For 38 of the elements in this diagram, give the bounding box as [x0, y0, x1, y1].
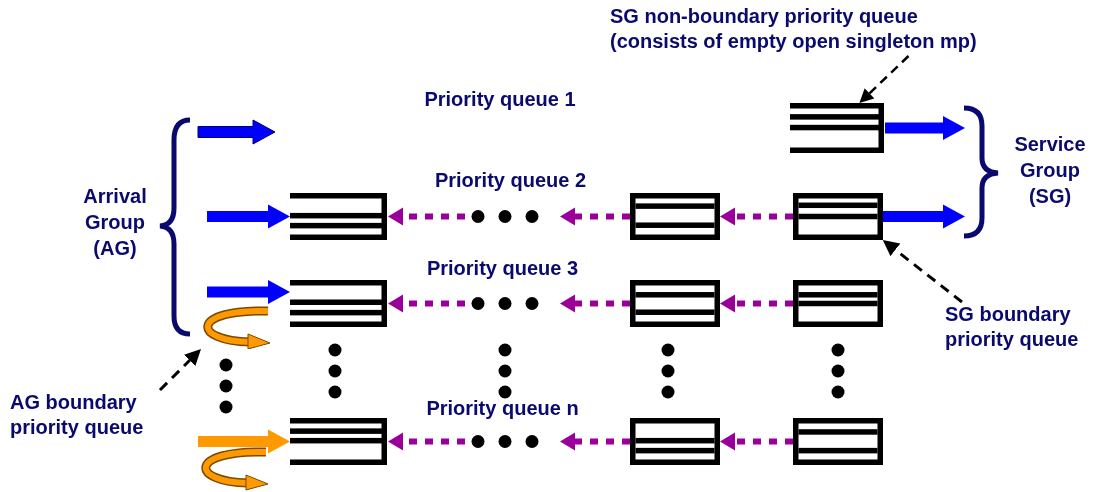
callout-note: (consists of empty open singleton mp) [610, 29, 978, 54]
queue-icon [290, 280, 388, 327]
queue-icon [630, 193, 720, 240]
row-label: Priority queue n [425, 398, 580, 419]
dotted-arrow [560, 294, 630, 313]
dotted-arrow [720, 294, 793, 313]
queue-icon [290, 193, 388, 240]
dotted-arrow [560, 432, 630, 451]
block-arrow [885, 116, 965, 140]
queue-icon [630, 418, 720, 465]
row-label: Priority queue 3 [425, 258, 580, 279]
curved-arrow-icon [200, 305, 272, 349]
row-label: Priority queue 2 [433, 170, 588, 191]
queue-icon [290, 418, 388, 465]
dotted-arrow [720, 432, 793, 451]
queue-icon [793, 280, 883, 327]
dotted-arrow [720, 207, 793, 226]
queue-icon [793, 418, 883, 465]
block-arrow [207, 280, 290, 304]
callout-text: SG boundary priority queue [945, 302, 1109, 352]
dotted-arrow [388, 432, 465, 451]
leader-line [859, 55, 910, 103]
group-label: Arrival Group (AG) [82, 184, 148, 261]
queue-icon [630, 280, 720, 327]
queue-icon [790, 103, 885, 153]
callout-text: AG boundary priority queue [10, 390, 182, 440]
group-label: Service Group (SG) [1013, 132, 1087, 209]
callout-text: SG non-boundary priority queue [610, 4, 919, 29]
dotted-arrow [388, 207, 465, 226]
dotted-arrow [388, 294, 465, 313]
dotted-arrow [560, 207, 630, 226]
block-arrow [198, 429, 290, 454]
queue-icon [793, 193, 883, 240]
block-arrow [883, 204, 965, 229]
block-arrow [207, 204, 290, 229]
leader-line [158, 349, 201, 392]
leader-line [882, 240, 963, 304]
row-label: Priority queue 1 [423, 89, 577, 110]
